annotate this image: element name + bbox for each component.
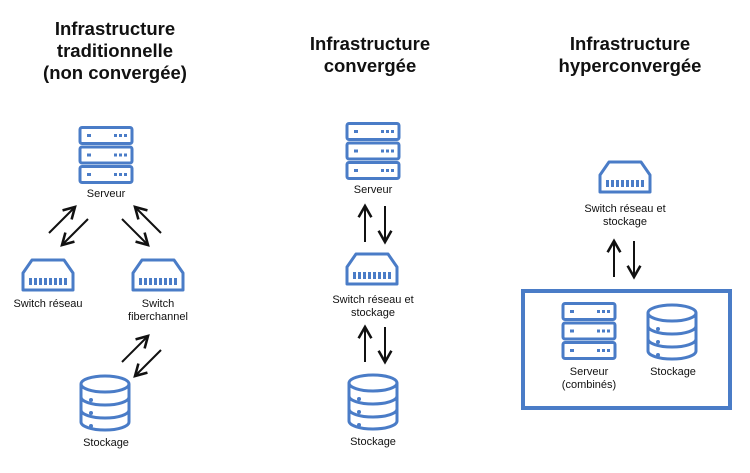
storage-icon: [79, 374, 131, 432]
switch-fiberchannel-icon: [131, 258, 185, 292]
label-server: Serveur: [86, 188, 126, 200]
combined-box: [521, 289, 732, 410]
server-icon: [78, 126, 134, 184]
arrow-fiber-storage: [121, 334, 162, 378]
arrow-server-switch-fiber: [121, 205, 162, 247]
arrow-switch-storage: [357, 324, 393, 365]
label-switch-network-storage: Switch réseau et stockage: [584, 203, 666, 228]
storage-icon: [646, 303, 698, 361]
switch-network-storage-icon: [345, 252, 399, 286]
server-icon: [345, 122, 401, 180]
arrow-server-switch: [357, 203, 393, 245]
title-traditional: Infrastructure traditionnelle (non conve…: [43, 18, 187, 83]
arrow-server-switch-network: [48, 205, 89, 247]
label-storage: Stockage: [83, 437, 129, 449]
title-converged: Infrastructure convergée: [309, 33, 431, 76]
label-switch-network-storage: Switch réseau et stockage: [332, 294, 414, 319]
label-server-combined: Serveur (combinés): [561, 366, 617, 391]
title-hyperconverged: Infrastructure hyperconvergée: [558, 33, 702, 76]
label-switch-fiberchannel: Switch fiberchannel: [128, 298, 188, 323]
label-switch-network: Switch réseau: [13, 298, 83, 310]
storage-icon: [347, 373, 399, 431]
label-storage: Stockage: [650, 366, 696, 378]
server-icon: [561, 302, 617, 360]
label-server: Serveur: [353, 184, 393, 196]
label-storage: Stockage: [350, 436, 396, 448]
switch-network-icon: [21, 258, 75, 292]
arrow-switch-combined: [606, 238, 642, 280]
switch-network-storage-icon: [598, 160, 652, 194]
